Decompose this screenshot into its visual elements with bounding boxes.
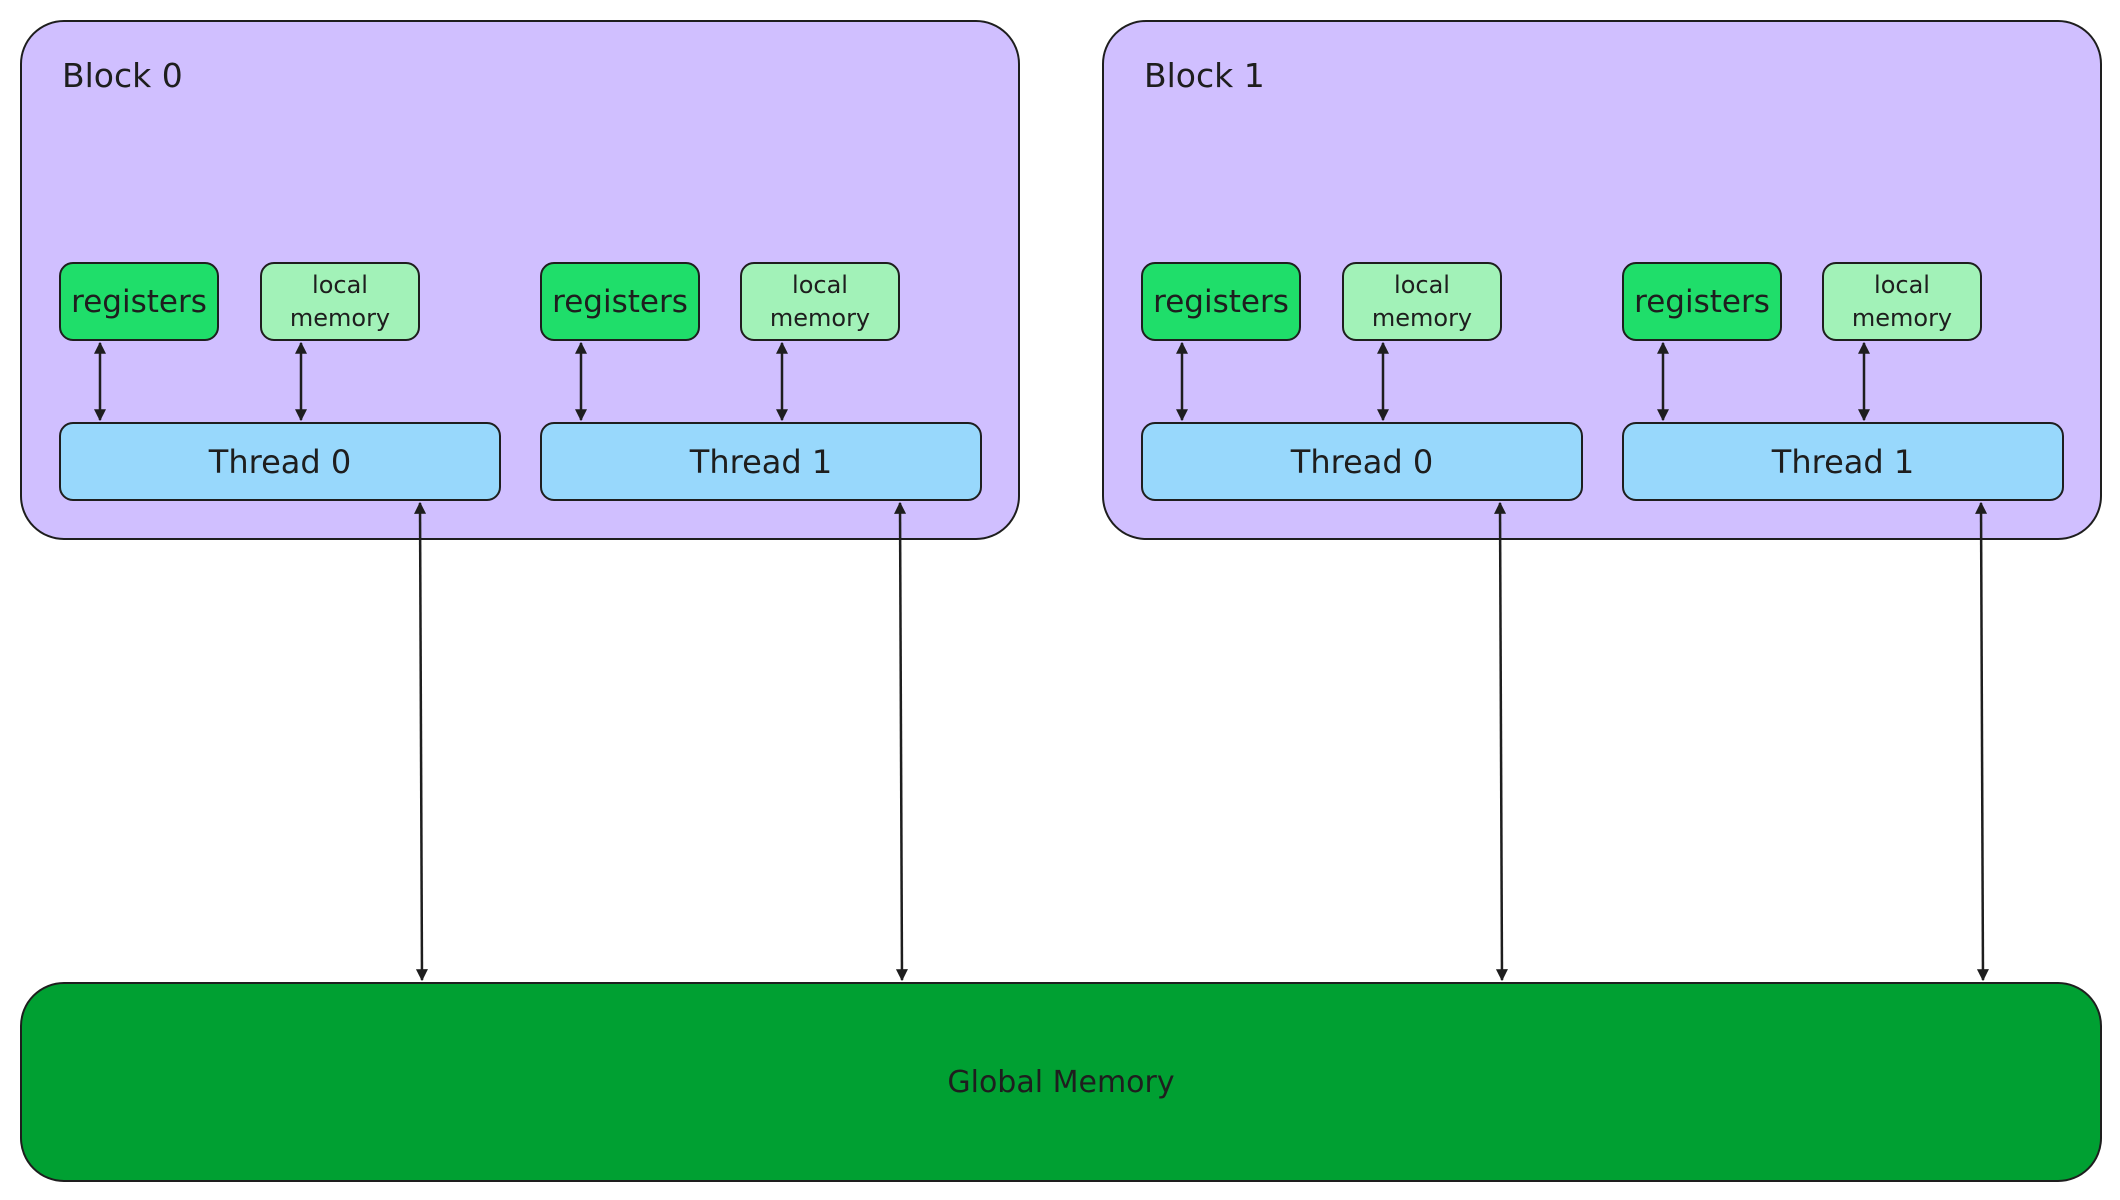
registers-box: registers	[1141, 262, 1301, 341]
global-memory-box: Global Memory	[20, 982, 2102, 1182]
local-memory-label-line2: memory	[289, 303, 391, 332]
thread-box: Thread 1	[540, 422, 982, 501]
thread-label: Thread 0	[1290, 442, 1434, 481]
local-memory-label-line2: memory	[769, 303, 871, 332]
registers-box: registers	[540, 262, 700, 341]
local-memory-box: local memory	[1342, 262, 1502, 341]
local-memory-box: local memory	[260, 262, 420, 341]
registers-label: registers	[1153, 283, 1289, 320]
local-memory-box: local memory	[1822, 262, 1982, 341]
thread-box: Thread 1	[1622, 422, 2064, 501]
local-memory-label-line1: local	[312, 270, 368, 299]
block-title: Block 1	[1144, 56, 1265, 95]
registers-label: registers	[1634, 283, 1770, 320]
thread-box: Thread 0	[1141, 422, 1583, 501]
local-memory-label-line1: local	[1874, 270, 1930, 299]
thread-label: Thread 1	[1771, 442, 1915, 481]
thread-global-arrow	[1494, 501, 1508, 982]
block-title: Block 0	[62, 56, 183, 95]
local-memory-label-line1: local	[1394, 270, 1450, 299]
thread-global-arrow	[414, 501, 428, 982]
local-memory-label-line1: local	[792, 270, 848, 299]
thread-label: Thread 1	[689, 442, 833, 481]
registers-label: registers	[71, 283, 207, 320]
thread-box: Thread 0	[59, 422, 501, 501]
registers-label: registers	[552, 283, 688, 320]
registers-box: registers	[1622, 262, 1782, 341]
local-memory-box: local memory	[740, 262, 900, 341]
local-memory-label-line2: memory	[1851, 303, 1953, 332]
registers-box: registers	[59, 262, 219, 341]
thread-global-arrow	[1975, 501, 1989, 982]
thread-global-arrow	[894, 501, 908, 982]
local-memory-label-line2: memory	[1371, 303, 1473, 332]
thread-label: Thread 0	[208, 442, 352, 481]
global-memory-label: Global Memory	[947, 1064, 1175, 1100]
